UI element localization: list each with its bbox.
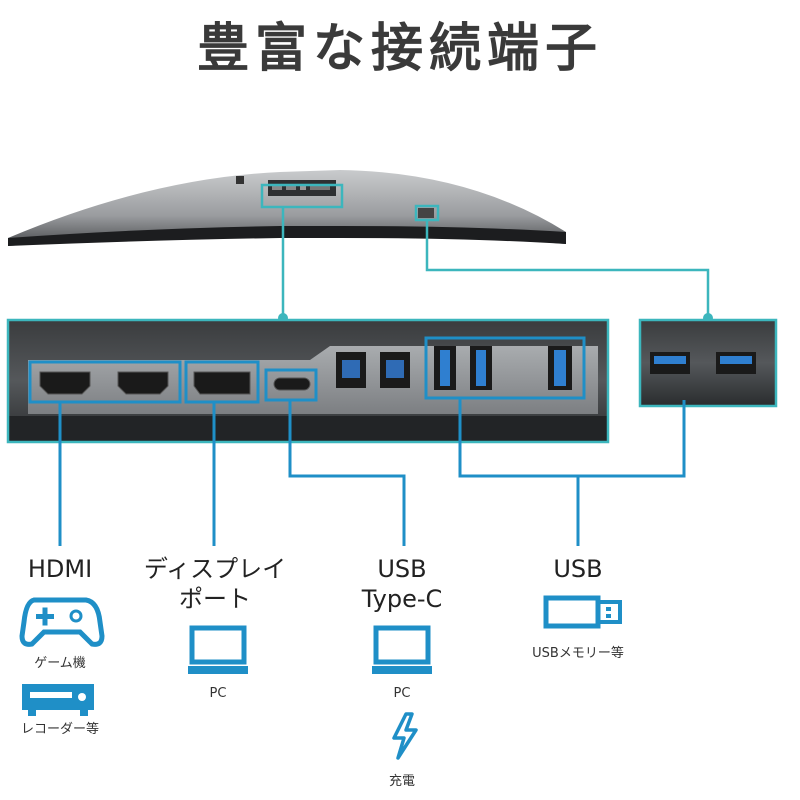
lightning-icon <box>392 712 418 760</box>
displayport-label-line2: ポート <box>179 585 251 613</box>
hdmi-port-1 <box>39 371 91 395</box>
usb-c-label-line1: USB <box>377 555 427 583</box>
displayport-port <box>193 371 251 395</box>
leader-lines <box>58 398 686 546</box>
page-title: 豊富な接続端子 <box>196 19 603 79</box>
laptop-icon <box>188 625 248 674</box>
recorder-caption: レコーダー等 <box>20 722 99 737</box>
rear-ports-highlight <box>260 183 344 209</box>
usb-memory-caption: USBメモリー等 <box>532 646 624 661</box>
usb-c-pc-caption: PC <box>393 686 411 701</box>
charging-caption: 充電 <box>388 774 415 789</box>
usb-label: USB <box>553 555 603 583</box>
recorder-icon <box>22 684 94 716</box>
port-highlights <box>28 336 586 404</box>
displayport-label-line1: ディスプレイ <box>143 555 287 583</box>
usb-c-label-line2: Type-C <box>361 585 443 613</box>
usb-c-port <box>273 377 311 391</box>
laptop-icon <box>372 625 432 674</box>
hdmi-port-2 <box>117 371 169 395</box>
game-console-caption: ゲーム機 <box>34 656 86 671</box>
gamepad-icon <box>19 597 105 647</box>
side-port-panel <box>640 320 776 406</box>
displayport-pc-caption: PC <box>209 686 227 701</box>
usb-stick-icon <box>543 595 622 629</box>
hdmi-label: HDMI <box>27 555 93 583</box>
callout-lines <box>281 207 710 318</box>
